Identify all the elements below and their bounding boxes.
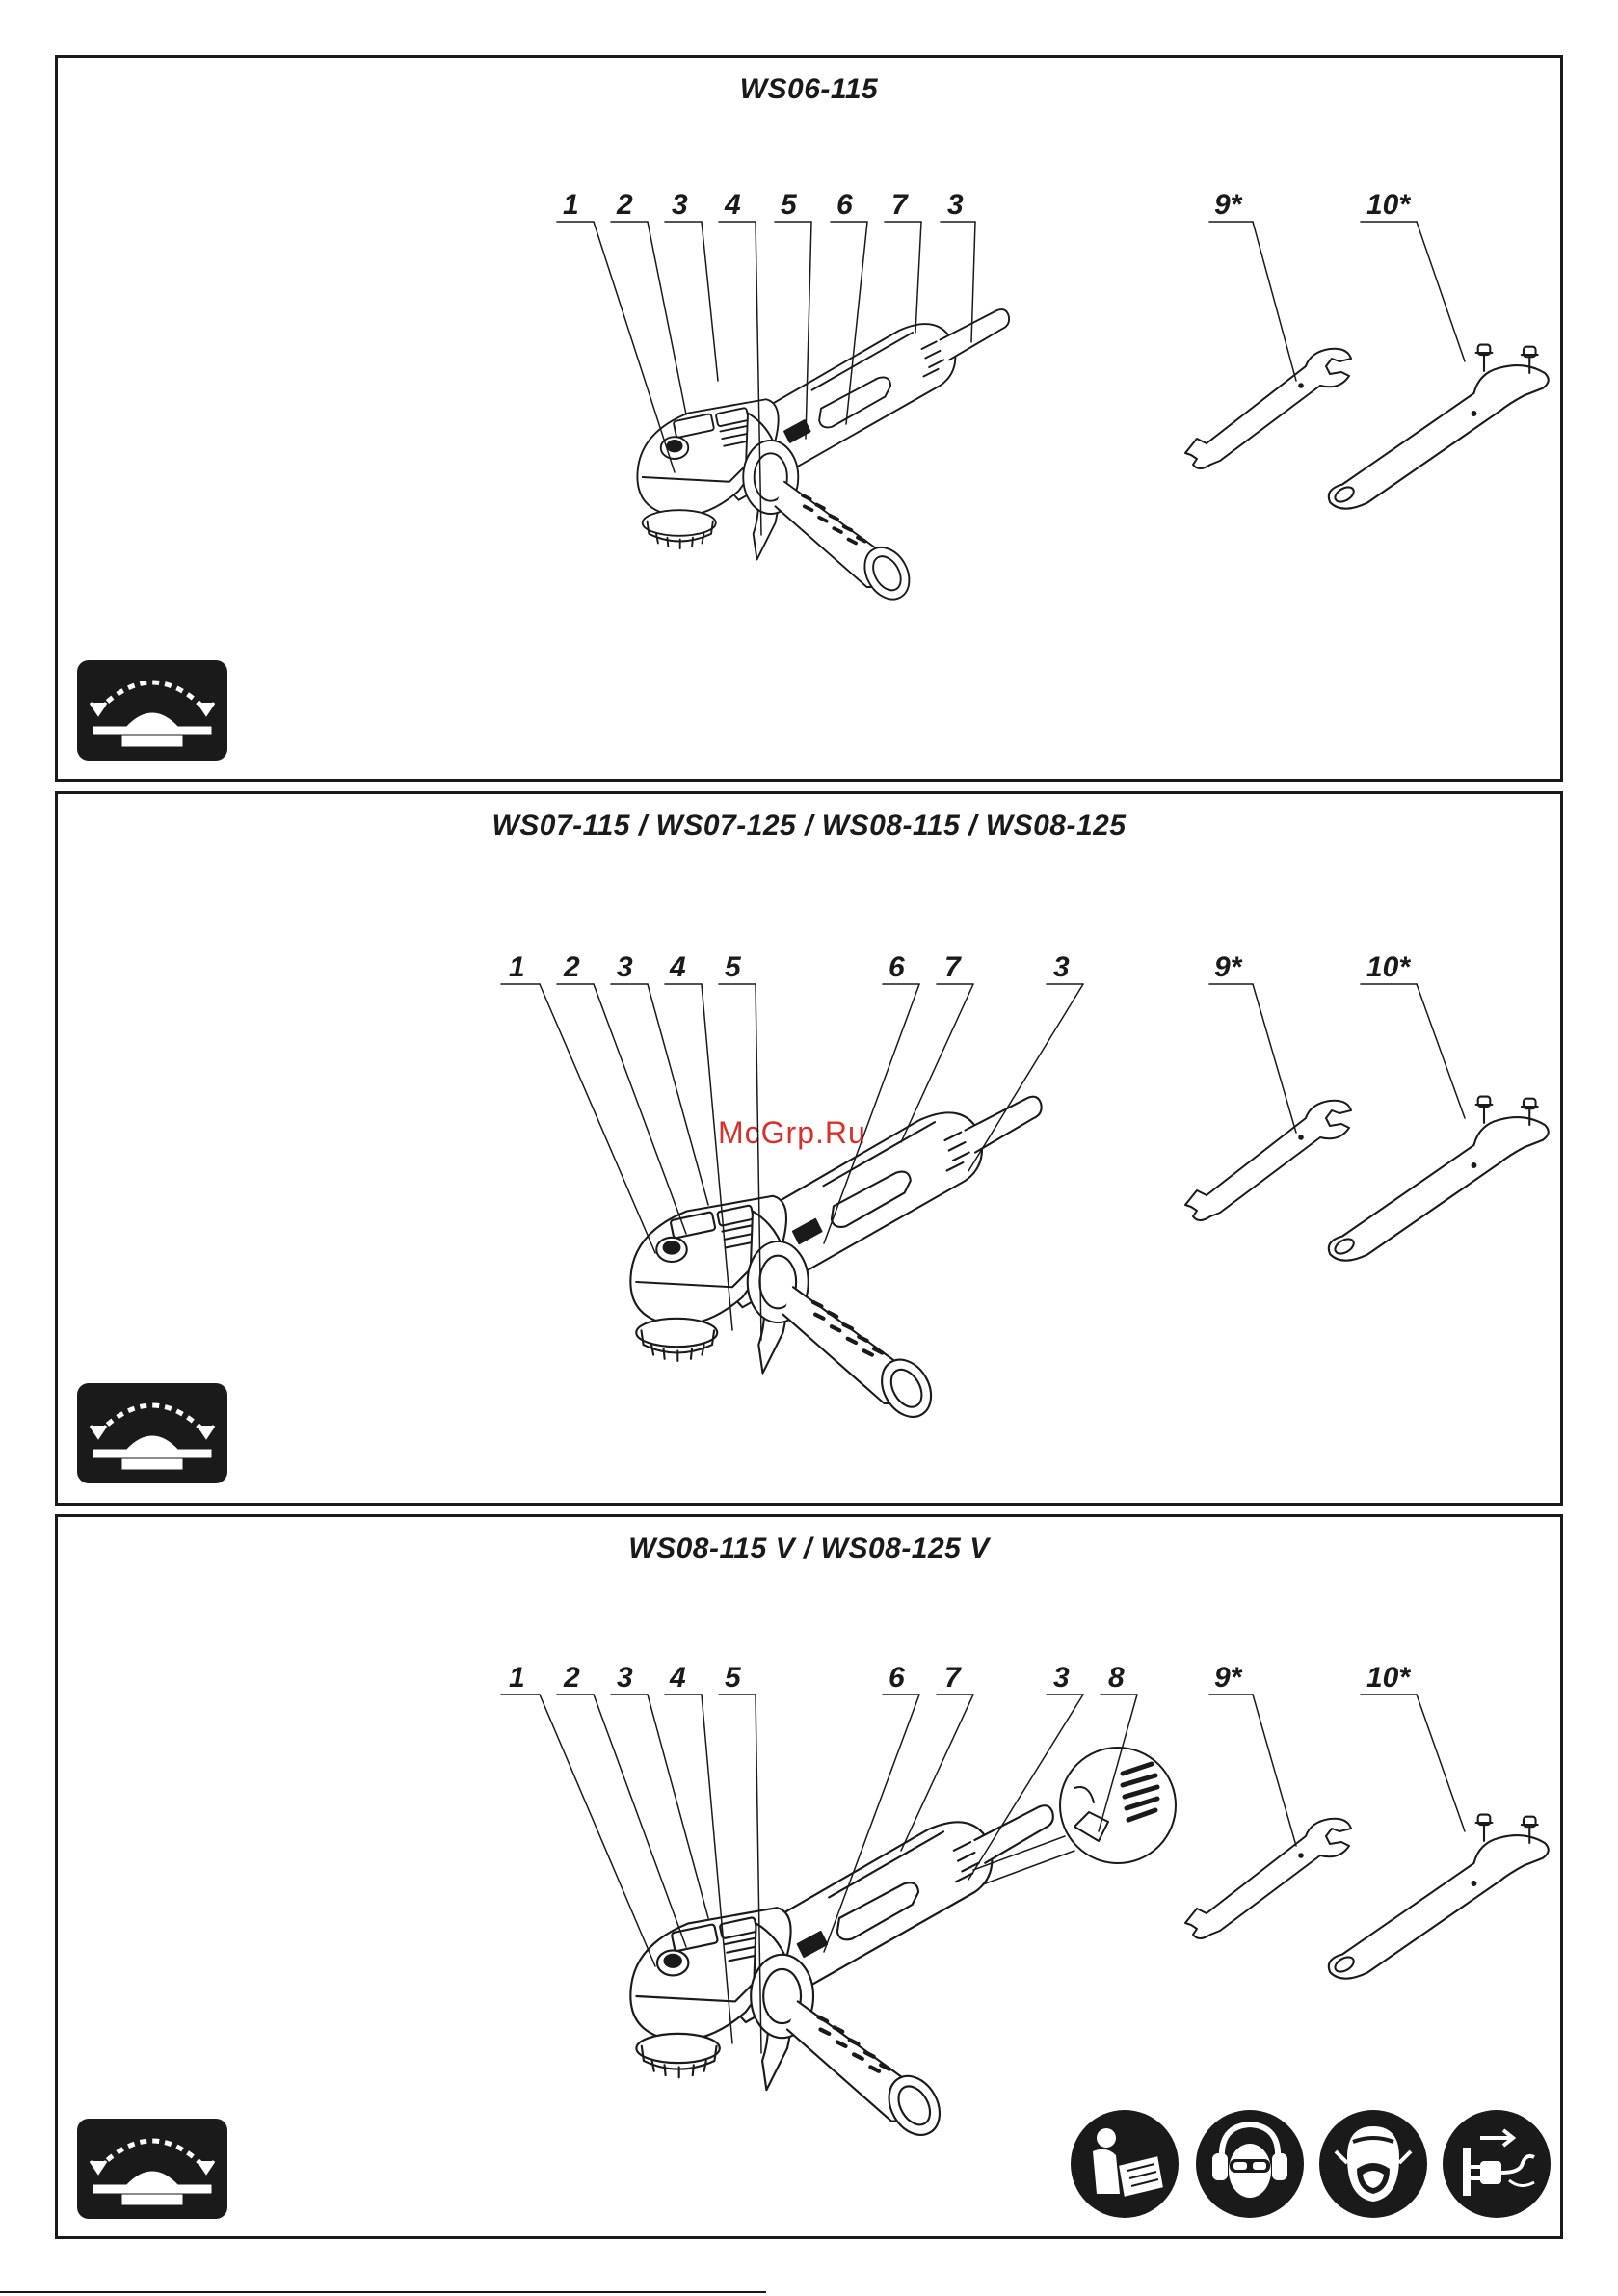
guard-adjustment-icon [77, 660, 227, 761]
footer-rule [0, 2291, 766, 2293]
unplug-icon [1442, 2109, 1552, 2219]
guard-adjustment-icon [77, 1383, 227, 1483]
eye-ear-protection-icon [1195, 2109, 1305, 2219]
guard-adjustment-icon [77, 2119, 227, 2219]
dust-mask-icon [1318, 2109, 1428, 2219]
read-manual-icon [1070, 2109, 1180, 2219]
